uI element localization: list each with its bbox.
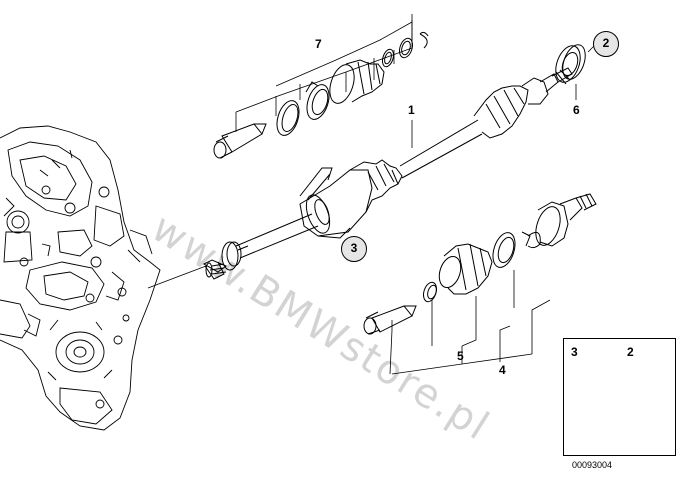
- drive-shaft-right: [202, 67, 573, 280]
- bracket-7: [235, 14, 413, 132]
- snap-ring-lower: [527, 231, 541, 249]
- bracket-4-5: [389, 270, 551, 375]
- legend-number-2: 2: [627, 345, 634, 359]
- clamp-rings-upper: [276, 81, 330, 136]
- grease-tube-upper: [213, 123, 267, 159]
- boot-lower: [438, 243, 493, 295]
- transmission-housing: [0, 125, 161, 431]
- clamp-ring-lower: [492, 231, 531, 268]
- circled-callout-2: 2: [593, 31, 619, 57]
- diagram-id: 00093004: [572, 460, 613, 470]
- small-rings-upper: [381, 31, 429, 68]
- legend-number-3: 3: [571, 345, 578, 359]
- callout-4: 4: [499, 363, 506, 377]
- callout-6: 6: [573, 103, 580, 117]
- boot-upper: [329, 59, 385, 104]
- small-clamp-lower: [423, 281, 437, 303]
- callout-1: 1: [408, 103, 415, 117]
- callout-5: 5: [457, 349, 464, 363]
- callout-7: 7: [315, 37, 322, 51]
- seal-ring-6: [555, 44, 586, 83]
- outer-joint-lower: [535, 193, 597, 247]
- leader-gearbox: [147, 265, 207, 289]
- grease-tube-lower: [363, 305, 417, 335]
- legend-box: 3 2: [563, 338, 676, 456]
- circled-callout-3: 3: [341, 236, 367, 262]
